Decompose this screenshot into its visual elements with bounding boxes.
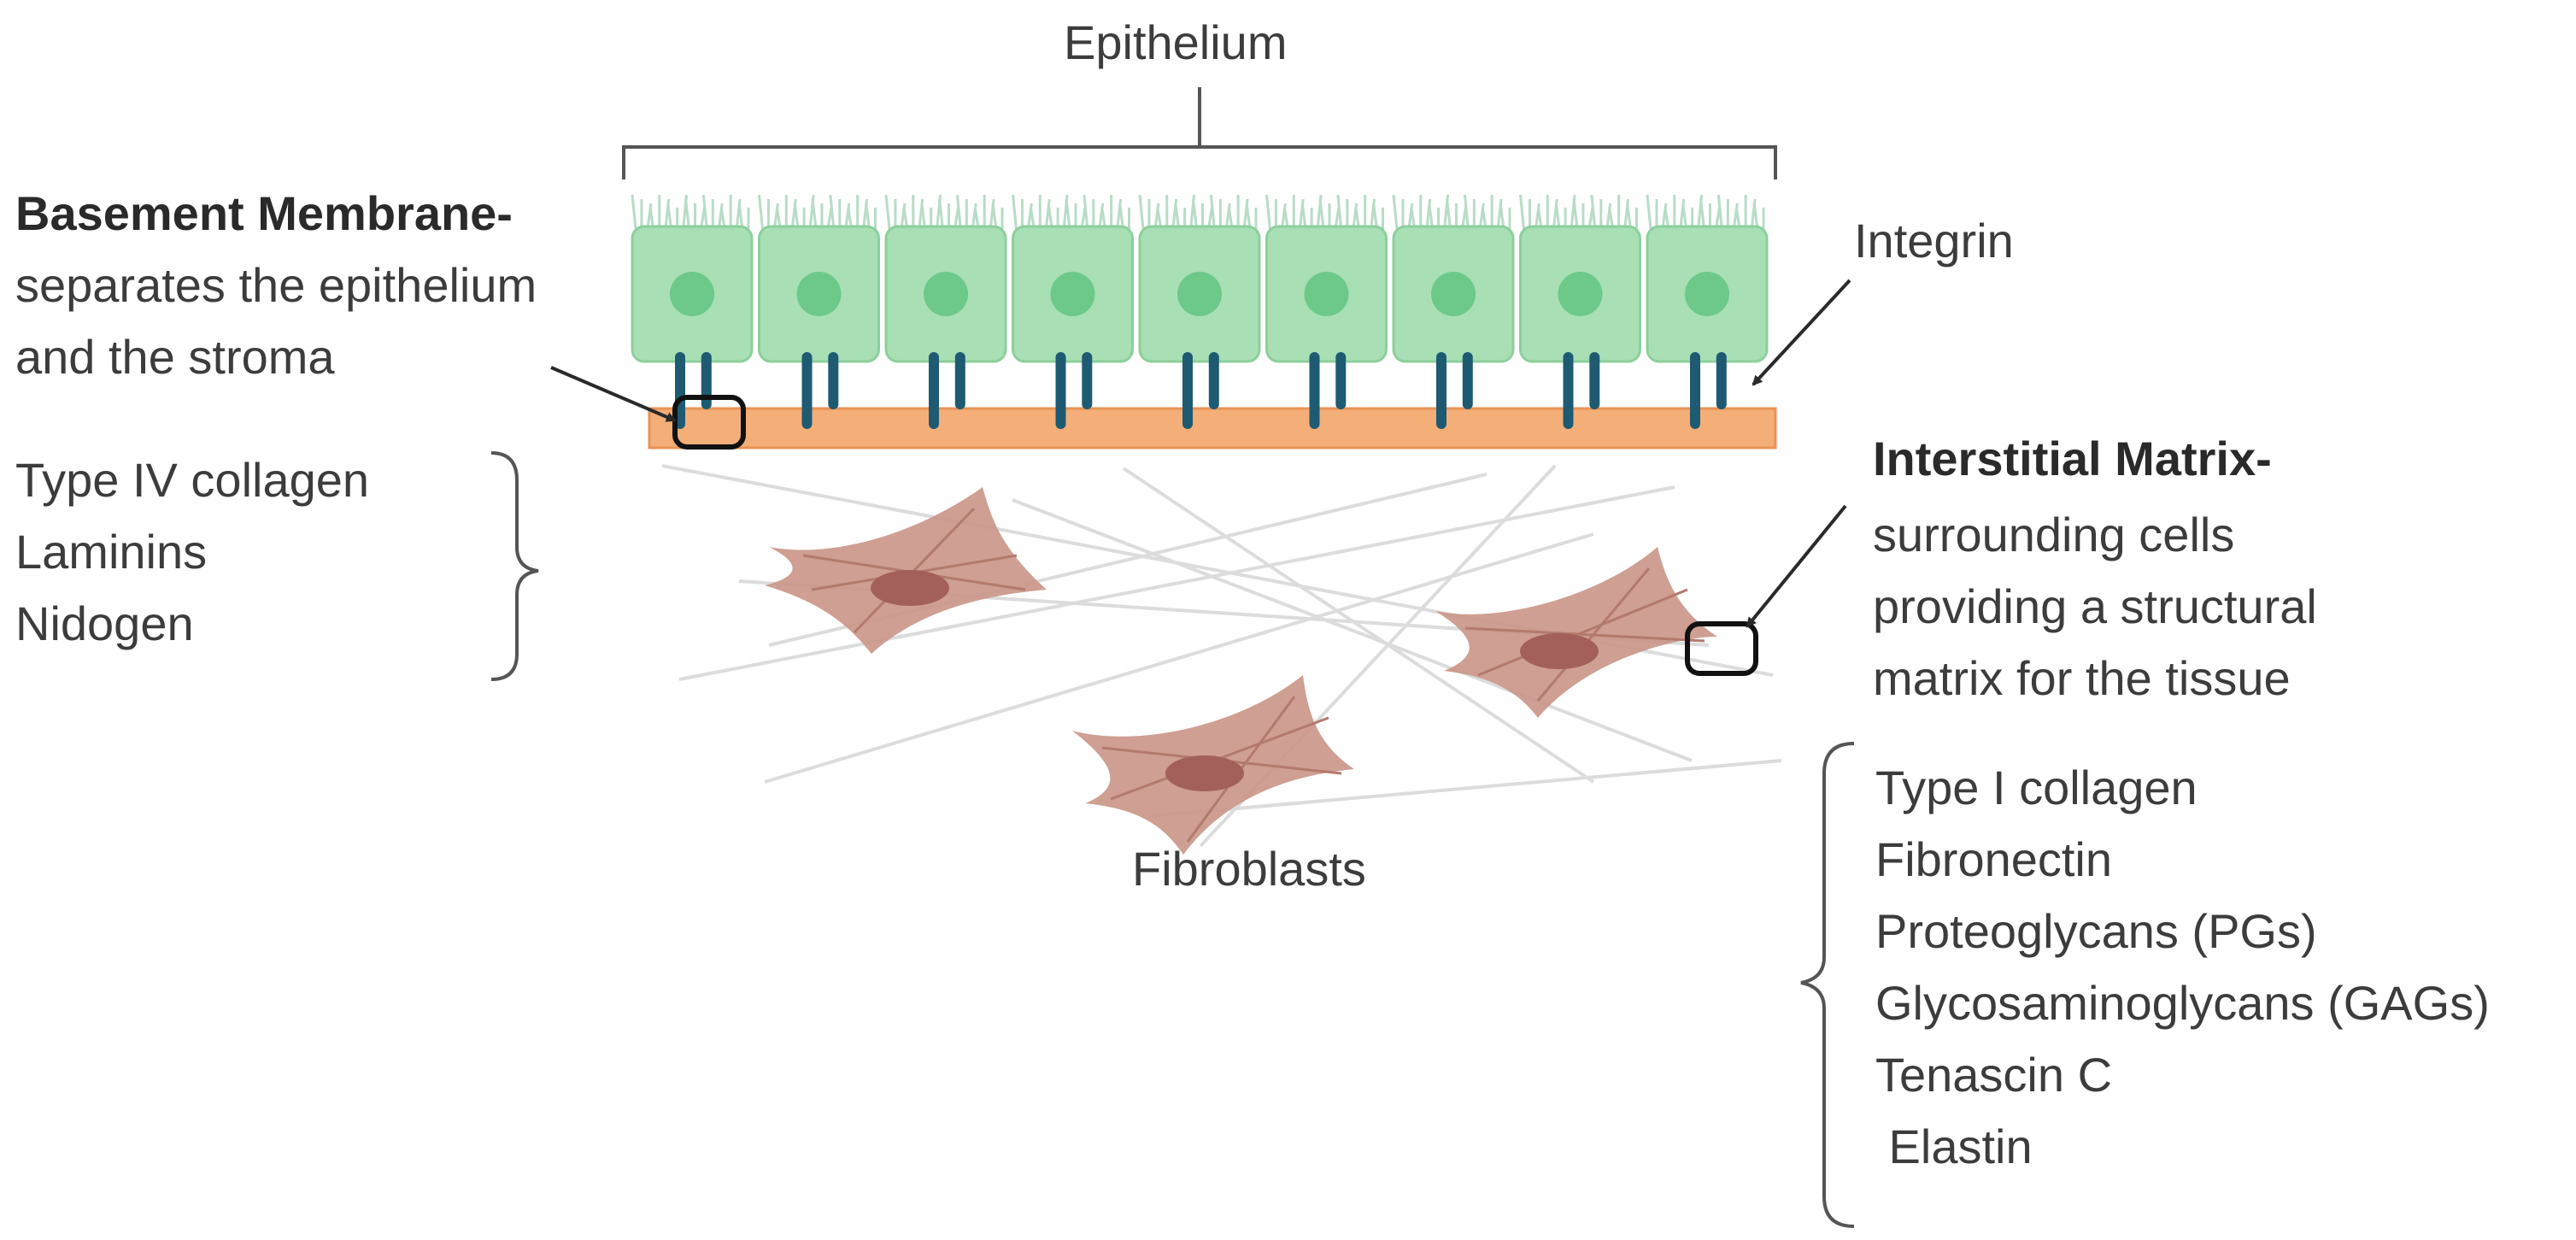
interstitial-matrix-components-brace (1800, 742, 1855, 1228)
cell-nucleus (1050, 272, 1095, 316)
component-item: Type IV collagen (15, 453, 370, 507)
fibroblast-cell (1072, 675, 1354, 855)
interstitial-matrix-description-line: surrounding cells (1873, 508, 2235, 561)
cilia (1392, 194, 1511, 230)
cilia (1138, 194, 1258, 230)
fibroblast-cell (765, 487, 1047, 654)
component-item: Elastin (1875, 1120, 2033, 1173)
cilia (1265, 194, 1384, 230)
cell-nucleus (796, 272, 842, 316)
interstitial-matrix-title: Interstitial Matrix- (1873, 432, 2272, 485)
component-item: Laminins (15, 525, 208, 579)
component-item: Glycosaminoglycans (GAGs) (1875, 976, 2490, 1030)
basement-membrane-components-list: Type IV collagen Laminins Nidogen (15, 444, 369, 660)
basement-membrane-description-line: separates the epithelium (15, 258, 537, 312)
basement-membrane-description-line: and the stroma (15, 330, 335, 384)
interstitial-matrix-arrow (1746, 504, 1847, 628)
cell-nucleus (1685, 272, 1729, 316)
interstitial-matrix-description-line: matrix for the tissue (1873, 651, 2291, 705)
component-item: Nidogen (15, 596, 194, 650)
basement-membrane (648, 407, 1777, 450)
cell-nucleus (1177, 272, 1222, 316)
cilia (884, 194, 1004, 230)
integrin-arrow (1752, 279, 1851, 386)
cell-nucleus (670, 272, 714, 316)
interstitial-matrix-components-list: Type I collagen Fibronectin Proteoglycan… (1875, 752, 2490, 1183)
cell-nucleus (924, 272, 968, 316)
basement-membrane-arrow (550, 366, 677, 422)
cilia (758, 194, 877, 230)
basement-membrane-components-brace (490, 451, 539, 681)
cell-nucleus (1558, 272, 1603, 316)
cilia (1012, 194, 1130, 230)
basement-membrane-title: Basement Membrane- (15, 186, 513, 240)
fibroblasts-label: Fibroblasts (1132, 842, 1366, 896)
cell-nucleus (1431, 272, 1476, 316)
cilia (1646, 194, 1765, 230)
interstitial-matrix-description-line: providing a structural (1873, 579, 2317, 633)
component-item: Type I collagen (1875, 761, 2198, 814)
interstitial-matrix-highlight-box (1685, 621, 1758, 676)
epithelium-bracket (622, 87, 1777, 179)
cilia (1519, 194, 1638, 230)
epithelial-cell-layer (631, 194, 1769, 429)
component-item: Proteoglycans (PGs) (1875, 904, 2317, 958)
component-item: Fibronectin (1875, 832, 2113, 886)
cell-nucleus (1304, 272, 1349, 316)
epithelium-label: Epithelium (1064, 15, 1288, 69)
basement-membrane-highlight-box (672, 395, 746, 450)
fibroblast-cell (1435, 547, 1717, 718)
cilia (631, 194, 750, 230)
integrin-label: Integrin (1854, 214, 2014, 267)
component-item: Tenascin C (1875, 1048, 2113, 1102)
